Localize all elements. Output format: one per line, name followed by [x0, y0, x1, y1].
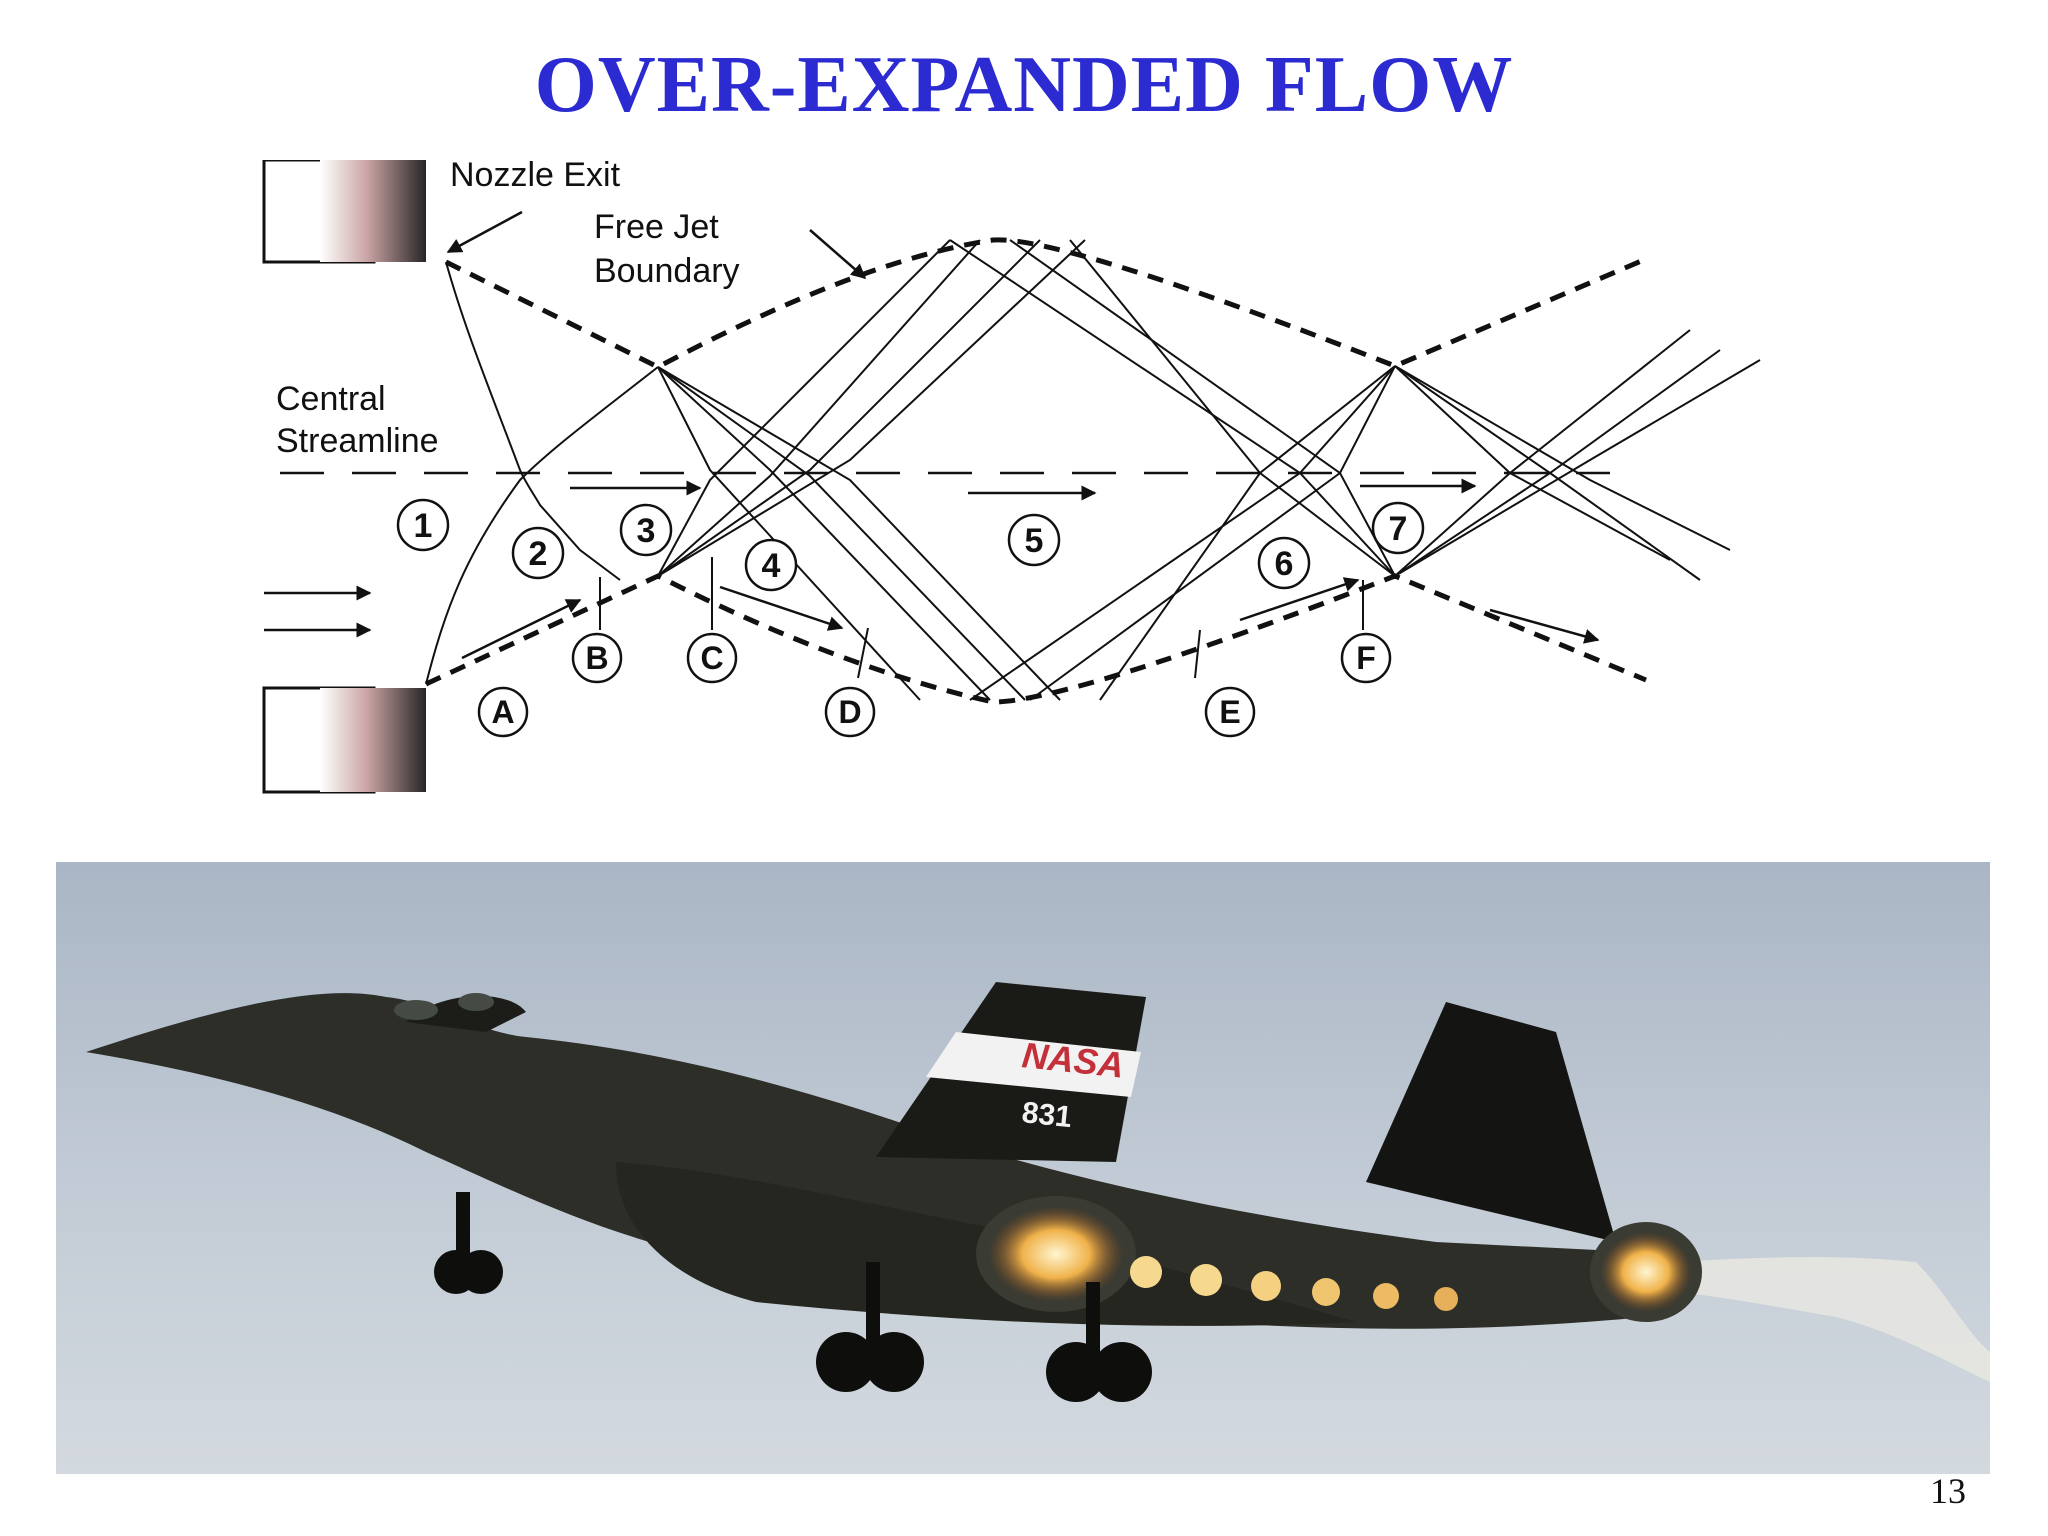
region-6: 6: [1275, 545, 1294, 583]
tail-fin-far: [1366, 1002, 1616, 1242]
region-4: 4: [762, 547, 781, 585]
streamline-label: Streamline: [276, 422, 439, 460]
point-leaders: [599, 557, 1364, 679]
landing-gear: [434, 1192, 1152, 1402]
region-2: 2: [529, 535, 548, 573]
aircraft-photo-svg: NASA 831: [56, 862, 1990, 1474]
nozzle-top: [262, 158, 426, 264]
nozzle-bottom: [262, 686, 426, 794]
shock-waves: [425, 239, 1761, 701]
point-c: C: [700, 640, 723, 676]
point-d: D: [838, 694, 861, 730]
point-f: F: [1356, 640, 1376, 676]
page-number: 13: [1930, 1471, 1966, 1511]
region-markers: [396, 498, 1425, 592]
region-7: 7: [1389, 510, 1408, 548]
exhaust-plume: [1676, 1257, 1990, 1382]
region-3: 3: [637, 512, 656, 550]
region-1: 1: [414, 507, 433, 545]
central-label: Central: [276, 380, 386, 418]
flow-diagram-svg: Nozzle Exit Free Jet Boundary Central St…: [262, 156, 1761, 794]
aircraft-body: [86, 993, 1676, 1329]
slide-title: OVER-EXPANDED FLOW: [534, 41, 1514, 129]
point-markers: [477, 632, 1392, 738]
boundary-label: Boundary: [594, 252, 740, 290]
tail-number: 831: [1020, 1096, 1073, 1134]
over-expanded-flow-diagram: Nozzle Exit Free Jet Boundary Central St…: [250, 156, 1800, 800]
flow-arrows: [264, 210, 1600, 660]
point-a: A: [491, 694, 514, 730]
point-e: E: [1219, 694, 1240, 730]
free-jet-label: Free Jet: [594, 208, 719, 246]
nozzle-exit-label: Nozzle Exit: [450, 160, 621, 194]
region-5: 5: [1025, 522, 1044, 560]
sr71-photo: NASA 831: [56, 862, 1990, 1474]
free-jet-boundary: [424, 237, 1647, 705]
point-b: B: [585, 640, 608, 676]
tail-fin-near: [876, 982, 1146, 1162]
